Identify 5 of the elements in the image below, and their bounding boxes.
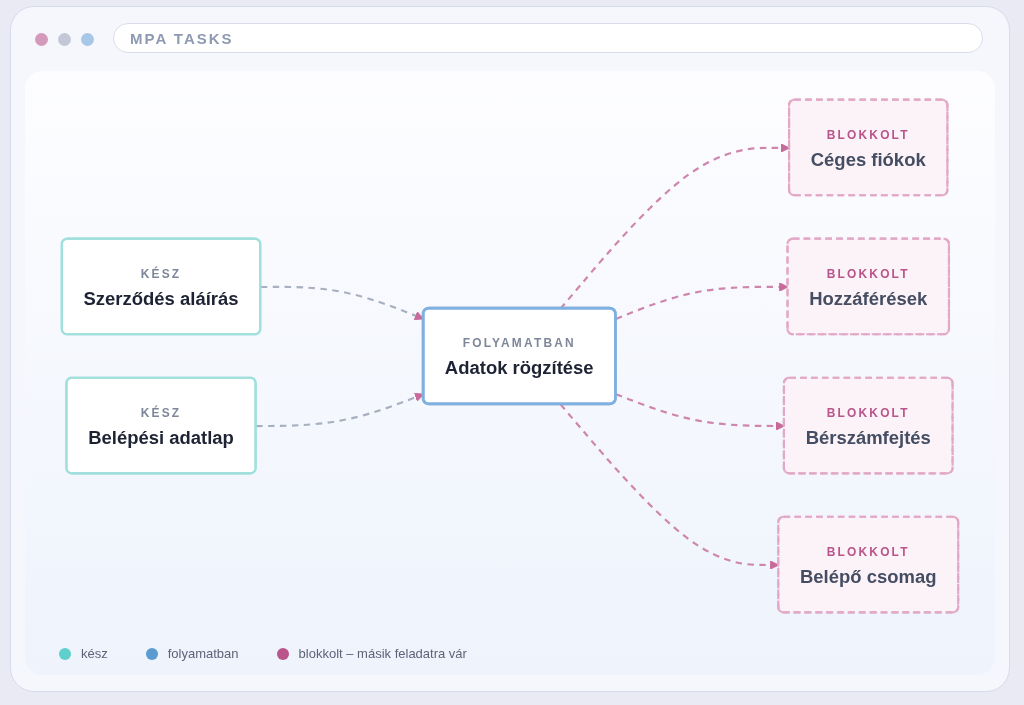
title-bar: MPA TASKS xyxy=(113,23,983,53)
legend-label: kész xyxy=(81,646,108,661)
legend-label: blokkolt – másik feladatra vár xyxy=(298,646,467,661)
legend-label: folyamatban xyxy=(167,646,239,661)
canvas-panel: KÉSZ Szerződés aláírás KÉSZ Belépési adatlap FOLYAMATBAN Adatok rögzítése BLOKKOLT Céges fiókok BLOKKOLT Hozzáférések BLOKKOLT Bérszámfejtés BLOKKOLT Belépő csomag kész folyamatban blokkolt – másik feladatra vár xyxy=(25,71,995,675)
